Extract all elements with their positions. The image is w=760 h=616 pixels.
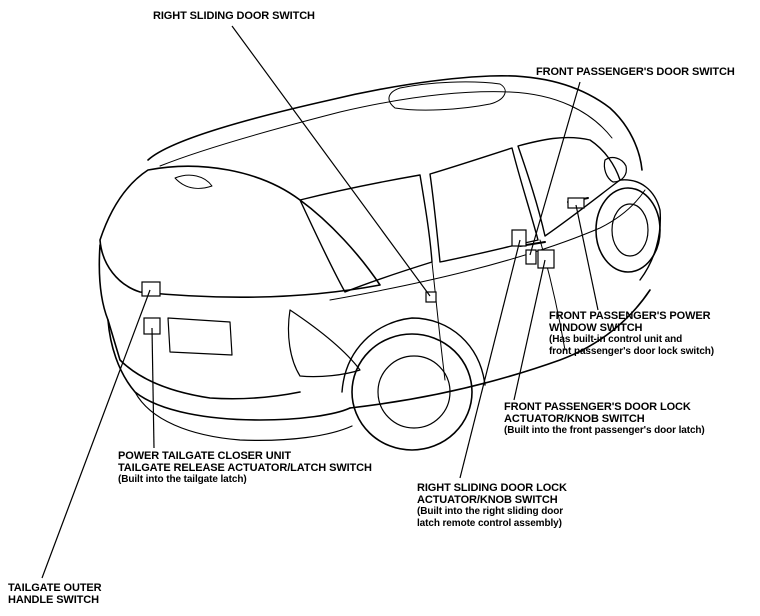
quarter-window: [299, 174, 433, 293]
label-line: (Has built-in control unit and: [549, 334, 683, 345]
label-line: FRONT PASSENGER'S DOOR LOCK: [504, 401, 691, 413]
tailgate-handle-switch-marker: [141, 281, 161, 297]
tailgate: [98, 244, 301, 400]
label-power-tailgate-closer-unit: POWER TAILGATE CLOSER UNIT TAILGATE RELE…: [118, 450, 372, 486]
label-front-passenger-door-switch: FRONT PASSENGER'S DOOR SWITCH: [536, 66, 735, 78]
leader-power-window-switch: [575, 204, 599, 311]
label-line: FRONT PASSENGER'S POWER: [549, 310, 711, 322]
label-front-passenger-door-lock-actuator: FRONT PASSENGER'S DOOR LOCK ACTUATOR/KNO…: [504, 401, 705, 437]
label-line: TAILGATE OUTER: [8, 582, 102, 594]
front-fender: [619, 179, 662, 281]
right-sliding-door-switch-marker: [425, 291, 437, 303]
label-line: ACTUATOR/KNOB SWITCH: [417, 494, 558, 506]
label-line: (Built into the front passenger's door l…: [504, 425, 705, 436]
rear-wheel-rim: [377, 355, 451, 429]
rear-bumper: [107, 319, 351, 421]
roof-outline: [147, 74, 643, 171]
label-line: POWER TAILGATE CLOSER UNIT: [118, 450, 291, 462]
label-right-sliding-door-lock-actuator: RIGHT SLIDING DOOR LOCK ACTUATOR/KNOB SW…: [417, 482, 567, 530]
rear-wheel-arch: [341, 317, 486, 393]
sunroof: [388, 81, 506, 111]
rear-wheel: [351, 333, 473, 451]
roof-inner-edge: [159, 91, 613, 167]
label-line: RIGHT SLIDING DOOR LOCK: [417, 482, 567, 494]
front-door-lock-actuator-marker: [537, 249, 555, 269]
body-crease: [329, 189, 646, 301]
leader-front-door-lock-actuator: [513, 259, 546, 401]
leader-tailgate-handle: [41, 289, 151, 579]
label-front-passenger-power-window-switch: FRONT PASSENGER'S POWER WINDOW SWITCH (H…: [549, 310, 714, 358]
leader-sliding-door-lock: [459, 239, 521, 479]
label-line: latch remote control assembly): [417, 518, 562, 529]
sliding-door-seam: [431, 261, 446, 381]
leader-right-sliding-door-switch: [231, 25, 431, 297]
label-line: front passenger's door lock switch): [549, 346, 715, 357]
rear-window: [99, 165, 381, 299]
tail-light: [287, 309, 361, 378]
label-text: RIGHT SLIDING DOOR SWITCH: [153, 10, 315, 22]
label-text: FRONT PASSENGER'S DOOR SWITCH: [536, 66, 735, 78]
label-line: (Built into the right sliding door: [417, 506, 564, 517]
sliding-door-window: [429, 147, 539, 263]
label-right-sliding-door-switch: RIGHT SLIDING DOOR SWITCH: [153, 10, 315, 22]
label-tailgate-outer-handle-switch: TAILGATE OUTER HANDLE SWITCH: [8, 582, 102, 606]
label-line: ACTUATOR/KNOB SWITCH: [504, 413, 645, 425]
rear-spoiler: [174, 174, 213, 189]
license-plate: [167, 317, 233, 356]
front-wheel-rim: [611, 203, 649, 257]
side-sill: [349, 289, 651, 409]
leader-tailgate-closer: [151, 327, 155, 449]
bumper-lower: [134, 391, 353, 441]
label-line: WINDOW SWITCH: [549, 322, 643, 334]
leader-front-passenger-door-switch: [529, 81, 581, 256]
front-door-window: [517, 136, 621, 237]
label-line: HANDLE SWITCH: [8, 594, 99, 606]
front-wheel: [595, 187, 661, 273]
label-line: TAILGATE RELEASE ACTUATOR/LATCH SWITCH: [118, 462, 372, 474]
power-window-switch-marker: [567, 197, 585, 209]
side-mirror: [603, 156, 627, 183]
label-line: (Built into the tailgate latch): [118, 474, 247, 485]
